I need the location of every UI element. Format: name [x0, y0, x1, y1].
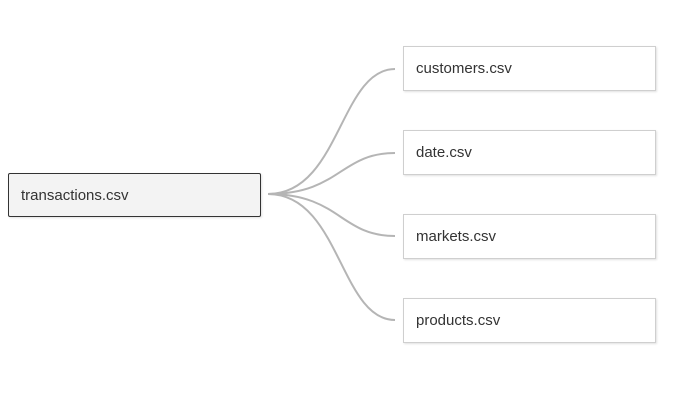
connector-to-products — [267, 193, 396, 321]
child-node-products[interactable]: products.csv — [403, 298, 656, 343]
child-node-label: date.csv — [416, 144, 472, 161]
child-node-markets[interactable]: markets.csv — [403, 214, 656, 259]
child-node-customers[interactable]: customers.csv — [403, 46, 656, 91]
child-node-date[interactable]: date.csv — [403, 130, 656, 175]
child-node-label: markets.csv — [416, 228, 497, 245]
child-node-label: customers.csv — [416, 60, 512, 77]
root-node-label: transactions.csv — [21, 186, 129, 204]
child-node-label: products.csv — [416, 312, 501, 329]
connector-to-markets — [267, 193, 396, 237]
connector-to-customers — [267, 68, 396, 195]
root-node-transactions[interactable]: transactions.csv — [8, 173, 261, 217]
connector-to-date — [267, 152, 396, 195]
